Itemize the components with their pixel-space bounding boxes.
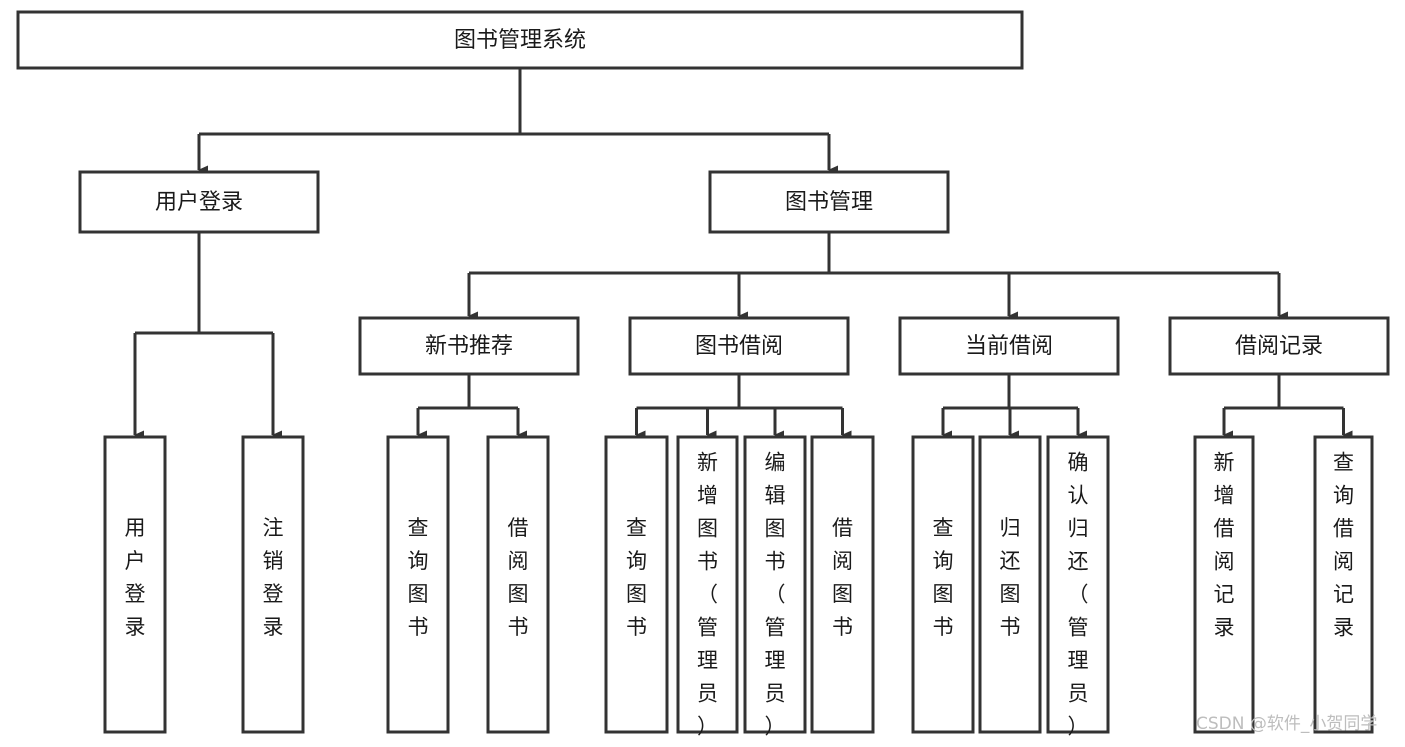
node-leaf-rec-borrow-book-box xyxy=(486,435,550,734)
node-leaf-borrow-query-book[interactable]: 查询图书 xyxy=(604,435,669,734)
node-book-borrow[interactable]: 图书借阅 xyxy=(628,316,850,376)
csdn-watermark: CSDN @软件_小贺同学 xyxy=(1196,714,1377,734)
node-leaf-record-query-box xyxy=(1313,435,1374,734)
node-leaf-record-query[interactable]: 查询借阅记录 xyxy=(1313,435,1374,734)
node-leaf-rec-query-book-label: 查询图书 xyxy=(408,516,429,639)
node-new-book-recommend-label: 新书推荐 xyxy=(425,334,513,359)
node-leaf-current-confirm-return-label: 确认归还（管理员） xyxy=(1068,451,1089,739)
node-book-borrow-box xyxy=(628,316,850,376)
node-leaf-borrow-borrow-book[interactable]: 借阅图书 xyxy=(810,435,875,734)
node-leaf-borrow-query-book-box xyxy=(604,435,669,734)
node-root-label: 图书管理系统 xyxy=(454,28,586,53)
node-leaf-current-query-book-box xyxy=(911,435,975,734)
node-book-management-box xyxy=(708,170,950,234)
node-new-book-recommend-box xyxy=(358,316,580,376)
node-book-borrow-label: 图书借阅 xyxy=(695,334,783,359)
node-leaf-current-return-book-label: 归还图书 xyxy=(1000,516,1021,639)
node-leaf-borrow-add-book-label: 新增图书（管理员） xyxy=(697,451,718,739)
node-leaf-borrow-edit-book-box xyxy=(743,435,807,734)
node-new-book-recommend[interactable]: 新书推荐 xyxy=(358,316,580,376)
node-leaf-borrow-edit-book-label: 编辑图书（管理员） xyxy=(765,451,786,739)
connector-layer xyxy=(133,68,1353,440)
node-leaf-borrow-borrow-book-label: 借阅图书 xyxy=(832,516,853,639)
node-leaf-record-add-label: 新增借阅记录 xyxy=(1214,451,1235,640)
node-borrow-record-label: 借阅记录 xyxy=(1235,334,1323,359)
node-user-login-box xyxy=(78,170,320,234)
node-leaf-current-query-book-label: 查询图书 xyxy=(933,516,954,639)
node-book-management-label: 图书管理 xyxy=(785,190,873,215)
node-leaf-current-return-book[interactable]: 归还图书 xyxy=(978,435,1042,734)
node-current-borrow-label: 当前借阅 xyxy=(965,334,1053,359)
node-leaf-borrow-add-book[interactable]: 新增图书（管理员） xyxy=(676,435,739,739)
node-current-borrow[interactable]: 当前借阅 xyxy=(898,316,1120,376)
node-leaf-borrow-edit-book[interactable]: 编辑图书（管理员） xyxy=(743,435,807,739)
node-leaf-record-add-box xyxy=(1193,435,1255,734)
node-root-box xyxy=(16,10,1024,70)
node-leaf-user-login-label: 用户登录 xyxy=(125,516,146,639)
node-leaf-user-logout-box xyxy=(241,435,305,734)
node-leaf-user-login-box xyxy=(103,435,167,734)
node-leaf-rec-query-book[interactable]: 查询图书 xyxy=(386,435,450,734)
node-leaf-borrow-add-book-box xyxy=(676,435,739,734)
node-leaf-user-logout-label: 注销登录 xyxy=(263,516,284,639)
node-leaf-record-query-label: 查询借阅记录 xyxy=(1333,451,1354,640)
node-user-login[interactable]: 用户登录 xyxy=(78,170,320,234)
node-leaf-borrow-borrow-book-box xyxy=(810,435,875,734)
node-leaf-current-confirm-return-box xyxy=(1046,435,1110,734)
node-leaf-borrow-query-book-label: 查询图书 xyxy=(626,516,647,639)
node-leaf-current-return-book-box xyxy=(978,435,1042,734)
node-root[interactable]: 图书管理系统 xyxy=(16,10,1024,70)
node-book-management[interactable]: 图书管理 xyxy=(708,170,950,234)
node-layer: 图书管理系统用户登录图书管理新书推荐图书借阅当前借阅借阅记录用户登录注销登录查询… xyxy=(16,10,1390,739)
node-current-borrow-box xyxy=(898,316,1120,376)
node-leaf-record-add[interactable]: 新增借阅记录 xyxy=(1193,435,1255,734)
node-leaf-rec-query-book-box xyxy=(386,435,450,734)
node-user-login-label: 用户登录 xyxy=(155,190,243,215)
node-leaf-rec-borrow-book-label: 借阅图书 xyxy=(508,516,529,639)
node-borrow-record-box xyxy=(1168,316,1390,376)
node-leaf-current-confirm-return[interactable]: 确认归还（管理员） xyxy=(1046,435,1110,739)
node-borrow-record[interactable]: 借阅记录 xyxy=(1168,316,1390,376)
node-leaf-rec-borrow-book[interactable]: 借阅图书 xyxy=(486,435,550,734)
node-leaf-user-login[interactable]: 用户登录 xyxy=(103,435,167,734)
node-leaf-user-logout[interactable]: 注销登录 xyxy=(241,435,305,734)
node-leaf-current-query-book[interactable]: 查询图书 xyxy=(911,435,975,734)
